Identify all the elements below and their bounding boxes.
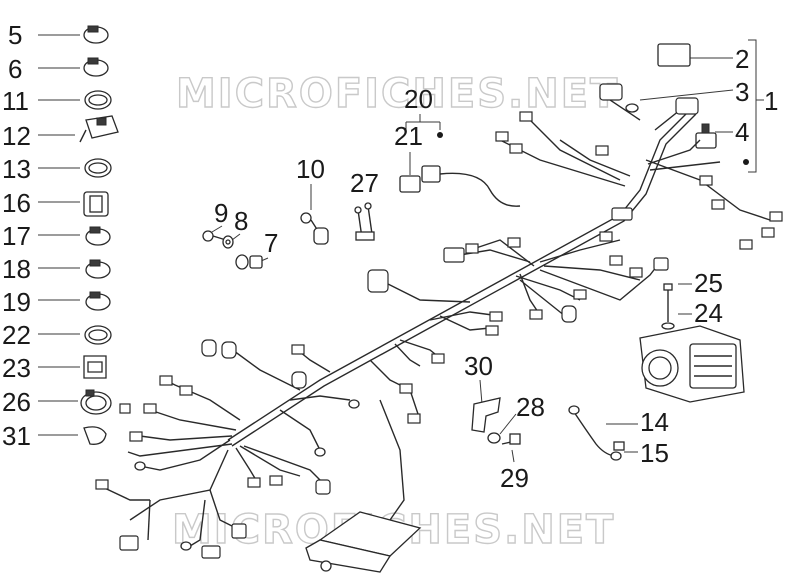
- label-18: 18: [2, 254, 31, 284]
- hose-clamp-26-icon[interactable]: [80, 389, 112, 415]
- label-14: 14: [640, 407, 669, 437]
- band-clip-13-icon[interactable]: [84, 158, 112, 178]
- label-27: 27: [350, 168, 379, 198]
- relay-2-icon[interactable]: [657, 43, 691, 67]
- strap-23-icon[interactable]: [83, 355, 107, 379]
- label-3: 3: [735, 77, 749, 107]
- label-20: 20: [404, 84, 433, 114]
- label-31: 31: [2, 421, 31, 451]
- holder-16-icon[interactable]: [83, 191, 109, 217]
- label-13: 13: [2, 154, 31, 184]
- bolt-25-icon[interactable]: [661, 283, 675, 330]
- grommet-7-icon[interactable]: [235, 254, 263, 270]
- connector-21-icon[interactable]: [399, 175, 421, 193]
- clamp-17-icon[interactable]: [85, 226, 111, 246]
- ground-cable-14-icon[interactable]: [568, 405, 622, 461]
- left-parts-column: 5 6 11 12 13 16 17 18 19 22: [2, 20, 119, 451]
- band-clip-11-icon[interactable]: [84, 90, 112, 110]
- control-unit-icon[interactable]: [305, 511, 422, 573]
- label-11: 11: [2, 86, 29, 116]
- label-16: 16: [2, 188, 31, 218]
- label-28: 28: [516, 392, 545, 422]
- label-1: 1: [764, 86, 778, 116]
- switch-12-icon[interactable]: [79, 115, 119, 143]
- label-8: 8: [234, 206, 248, 236]
- screws-27-icon[interactable]: [354, 202, 375, 241]
- label-7: 7: [264, 228, 278, 258]
- label-9: 9: [214, 198, 228, 228]
- label-26: 26: [2, 387, 31, 417]
- relay-4-icon[interactable]: [695, 123, 717, 149]
- watermark-top: MICROFICHES.NET: [176, 71, 619, 117]
- label-21: 21: [394, 121, 423, 151]
- label-17: 17: [2, 221, 31, 251]
- label-6: 6: [8, 54, 22, 84]
- bolt-15-icon[interactable]: [613, 441, 625, 451]
- bracket-30-icon[interactable]: [471, 397, 501, 433]
- wire-20-icon[interactable]: [421, 165, 521, 207]
- label-15: 15: [640, 438, 669, 468]
- throttle-body-icon[interactable]: [639, 325, 745, 403]
- group-1: 1: [743, 39, 778, 173]
- label-29: 29: [500, 463, 529, 493]
- main-harness-icon[interactable]: [95, 83, 783, 559]
- label-10: 10: [296, 154, 325, 184]
- clamp-6-icon[interactable]: [83, 57, 109, 77]
- clamp-19-icon[interactable]: [85, 291, 111, 311]
- label-22: 22: [2, 320, 31, 350]
- clip-31-icon[interactable]: [83, 426, 107, 445]
- washer-8-icon[interactable]: [222, 235, 234, 249]
- bolt-10-icon[interactable]: [300, 212, 329, 245]
- label-5: 5: [8, 20, 22, 50]
- label-24: 24: [694, 298, 723, 328]
- label-4: 4: [735, 117, 749, 147]
- label-2: 2: [735, 44, 749, 74]
- label-19: 19: [2, 287, 31, 317]
- label-25: 25: [694, 268, 723, 298]
- clamp-18-icon[interactable]: [85, 259, 111, 279]
- bolt-29-icon[interactable]: [501, 433, 521, 445]
- label-23: 23: [2, 353, 31, 383]
- label-12: 12: [2, 121, 31, 151]
- label-30: 30: [464, 351, 493, 381]
- washer-28-icon[interactable]: [487, 432, 501, 444]
- clamp-5-icon[interactable]: [83, 25, 109, 44]
- screw-9-icon[interactable]: [202, 230, 227, 242]
- band-clip-22-icon[interactable]: [84, 325, 112, 345]
